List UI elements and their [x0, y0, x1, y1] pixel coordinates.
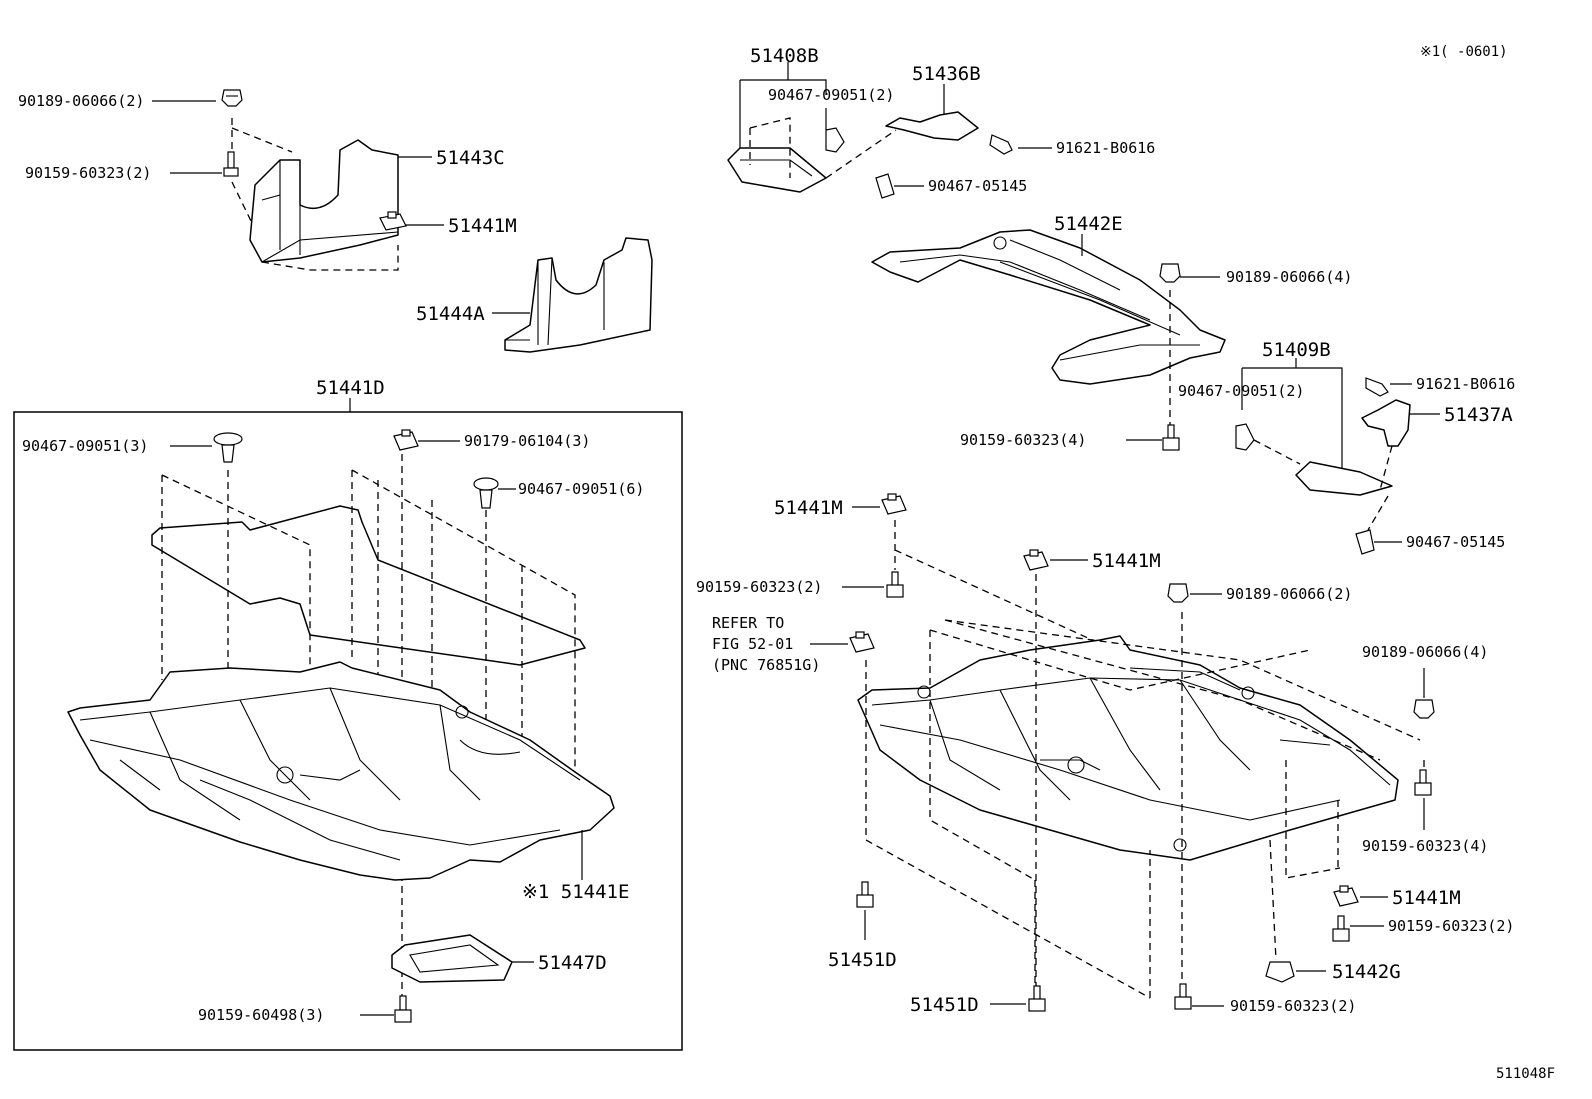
label-90179-06104-3[interactable]: 90179-06104(3) — [464, 432, 590, 450]
part-51443C[interactable] — [249, 139, 399, 263]
clip-90467-05145-b[interactable] — [1355, 529, 1375, 555]
label-90189-06066-4-a[interactable]: 90189-06066(4) — [1226, 268, 1352, 286]
label-90467-09051-2-b[interactable]: 90467-09051(2) — [1178, 382, 1304, 400]
part-51437A[interactable] — [1361, 399, 1411, 447]
label-90467-05145-a[interactable]: 90467-05145 — [928, 177, 1027, 195]
clip-51441M-r3[interactable] — [1333, 885, 1359, 907]
label-90467-09051-2-a[interactable]: 90467-09051(2) — [768, 86, 894, 104]
label-51447D[interactable]: 51447D — [538, 952, 607, 974]
guide-51443C — [261, 245, 399, 271]
guide-51409B — [1253, 439, 1301, 465]
label-90189-06066-2-top[interactable]: 90189-06066(2) — [18, 92, 144, 110]
clip-51441M-r2[interactable] — [1023, 549, 1049, 571]
label-90467-09051-6[interactable]: 90467-09051(6) — [518, 480, 644, 498]
label-51436B[interactable]: 51436B — [912, 63, 981, 85]
label-51444A[interactable]: 51444A — [416, 303, 485, 325]
label-51441M-r3[interactable]: 51441M — [1392, 887, 1461, 909]
label-90189-06066-4-b[interactable]: 90189-06066(4) — [1362, 643, 1488, 661]
bolt-51451D-b[interactable] — [1028, 985, 1046, 1012]
label-51441M-r2[interactable]: 51441M — [1092, 550, 1161, 572]
bolt-90159-60323-2-b[interactable] — [1332, 915, 1350, 942]
label-51441M-top[interactable]: 51441M — [448, 215, 517, 237]
label-90159-60323-4-b[interactable]: 90159-60323(4) — [1362, 837, 1488, 855]
label-51451D-b[interactable]: 51451D — [910, 994, 979, 1016]
refer-line-1: REFER TO — [712, 614, 784, 632]
part-undercover-right[interactable] — [857, 635, 1399, 861]
label-51441D[interactable]: 51441D — [316, 377, 385, 399]
bolt-91621-B0616-a[interactable] — [989, 134, 1013, 155]
label-90159-60323-2-b[interactable]: 90159-60323(2) — [1388, 917, 1514, 935]
figure-id: 511048F — [1496, 1066, 1555, 1082]
guide-51408B — [749, 117, 791, 178]
refer-line-3: (PNC 76851G) — [712, 656, 820, 674]
label-51441E[interactable]: ※1 51441E — [522, 881, 629, 903]
guide-51436B — [825, 129, 897, 179]
label-91621-B0616-a[interactable]: 91621-B0616 — [1056, 139, 1155, 157]
clip-51441M-top[interactable] — [379, 211, 407, 231]
note-top-right: ※1( -0601) — [1420, 44, 1508, 60]
guide-51437A — [1367, 445, 1393, 531]
leader-51409B — [1241, 358, 1343, 470]
label-90159-60323-4-a[interactable]: 90159-60323(4) — [960, 431, 1086, 449]
part-51447D[interactable] — [391, 934, 513, 983]
part-51442E[interactable] — [871, 229, 1226, 385]
label-90159-60323-2-c[interactable]: 90159-60323(2) — [1230, 997, 1356, 1015]
clip-90467-09051-2-a[interactable] — [825, 127, 845, 153]
bolt-51451D-a[interactable] — [856, 881, 874, 908]
bolt-90159-60323-top[interactable] — [223, 151, 239, 177]
label-90159-60498-3[interactable]: 90159-60498(3) — [198, 1006, 324, 1024]
label-51437A[interactable]: 51437A — [1444, 404, 1513, 426]
label-51408B[interactable]: 51408B — [750, 45, 819, 67]
bolt-90159-60323-4-a[interactable] — [1162, 424, 1180, 451]
guide-box-left — [161, 469, 576, 820]
part-51444A[interactable] — [504, 237, 653, 353]
clip-90179-06104-3[interactable] — [393, 429, 419, 451]
part-51436B[interactable] — [885, 111, 979, 141]
clip-51442G[interactable] — [1265, 961, 1295, 983]
label-51451D-a[interactable]: 51451D — [828, 949, 897, 971]
clip-refer-76851G[interactable] — [849, 631, 875, 653]
label-90467-05145-b[interactable]: 90467-05145 — [1406, 533, 1505, 551]
label-90159-60323-2-top[interactable]: 90159-60323(2) — [25, 164, 151, 182]
label-90467-09051-3[interactable]: 90467-09051(3) — [22, 437, 148, 455]
clip-51441M-r1[interactable] — [881, 493, 907, 515]
label-91621-B0616-b[interactable]: 91621-B0616 — [1416, 375, 1515, 393]
clip-90467-09051-6[interactable] — [473, 477, 499, 509]
label-51442G[interactable]: 51442G — [1332, 961, 1401, 983]
clip-90467-09051-2-b[interactable] — [1235, 423, 1255, 451]
bolt-90159-60498[interactable] — [394, 995, 412, 1023]
label-51442E[interactable]: 51442E — [1054, 213, 1123, 235]
bolt-91621-B0616-b[interactable] — [1365, 377, 1389, 397]
part-51408B[interactable] — [727, 147, 827, 193]
bolt-90159-60323-2-c[interactable] — [1174, 983, 1192, 1010]
label-51409B[interactable]: 51409B — [1262, 339, 1331, 361]
label-51441M-r1[interactable]: 51441M — [774, 497, 843, 519]
bolt-90159-60323-4-b[interactable] — [1414, 769, 1432, 796]
guide-right-a — [894, 520, 1181, 681]
clip-90189-06066-2-r[interactable] — [1167, 583, 1189, 603]
leader-51408B — [739, 62, 827, 160]
part-51441E[interactable] — [67, 661, 615, 881]
group-box-51441D — [13, 411, 683, 1051]
part-insulator-sheet[interactable] — [151, 505, 586, 666]
clip-90467-05145-a[interactable] — [875, 173, 895, 199]
clip-90189-06066-4-b[interactable] — [1413, 699, 1435, 719]
label-90189-06066-2-r[interactable]: 90189-06066(2) — [1226, 585, 1352, 603]
label-90159-60323-2-r[interactable]: 90159-60323(2) — [696, 578, 822, 596]
label-51443C[interactable]: 51443C — [436, 147, 505, 169]
clip-90189-06066-4-a[interactable] — [1159, 263, 1181, 283]
bolt-90159-60323-2-r[interactable] — [886, 571, 904, 598]
refer-line-2: FIG 52-01 — [712, 635, 793, 653]
clip-90467-09051-3[interactable] — [213, 432, 243, 463]
clip-90189-06066-top[interactable] — [221, 89, 243, 107]
part-51409B[interactable] — [1295, 461, 1393, 496]
